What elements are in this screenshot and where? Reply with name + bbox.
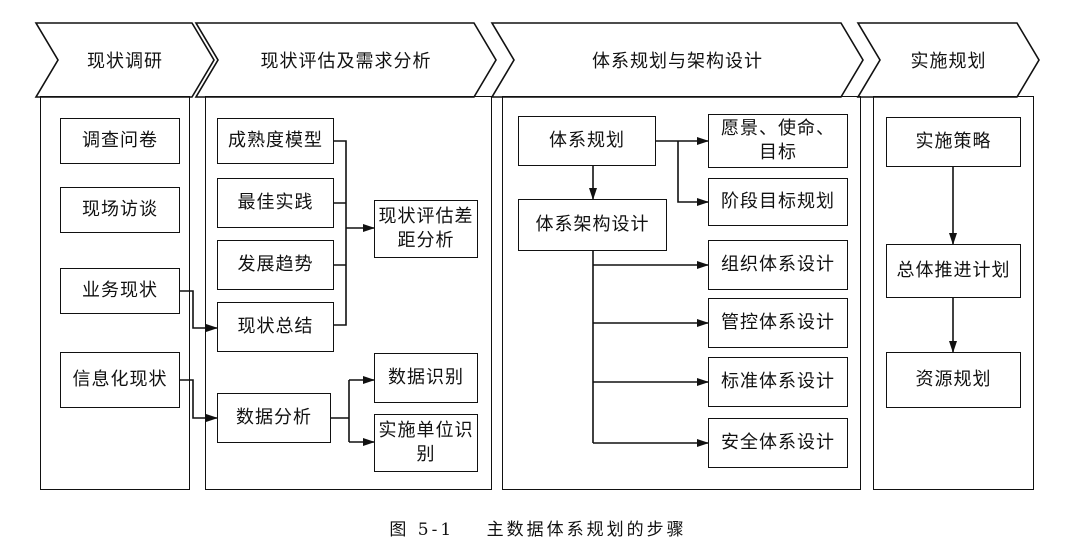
box-unit-identify: 实施单位识别: [374, 414, 478, 472]
stage-chevron-4: [856, 22, 1040, 98]
box-control-design: 管控体系设计: [708, 298, 848, 348]
stage-label-research: 现状调研: [87, 51, 163, 72]
panel-assessment: [205, 96, 492, 490]
box-site-interview: 现场访谈: [60, 187, 180, 233]
figure-caption: 图 5-1 主数据体系规划的步骤: [0, 515, 1076, 540]
box-it-status: 信息化现状: [60, 352, 180, 408]
box-org-design: 组织体系设计: [708, 240, 848, 290]
box-security-design: 安全体系设计: [708, 418, 848, 468]
box-resource-plan: 资源规划: [886, 352, 1021, 408]
box-data-identify: 数据识别: [374, 353, 478, 403]
panel-planning: [502, 96, 861, 490]
stage-chevron-2: [194, 22, 497, 98]
fork-data-analysis: [331, 380, 350, 442]
box-implementation-strategy: 实施策略: [886, 117, 1021, 167]
stage-label-implementation: 实施规划: [910, 51, 987, 72]
box-maturity-model: 成熟度模型: [217, 118, 334, 164]
stage-label-assessment: 现状评估及需求分析: [260, 51, 432, 72]
box-trends: 发展趋势: [217, 240, 334, 290]
arrow-to-stage-goals: [677, 141, 709, 206]
box-standard-design: 标准体系设计: [708, 357, 848, 407]
box-system-planning: 体系规划: [518, 116, 656, 166]
caption-text: 主数据体系规划的步骤: [486, 520, 687, 540]
panel-research: [40, 96, 190, 490]
stage-chevron-1: [34, 22, 215, 98]
panel-implementation: [873, 96, 1034, 490]
stage-chevron-3: [490, 22, 864, 98]
box-architecture-design: 体系架构设计: [518, 199, 667, 251]
box-vision: 愿景、使命、目标: [708, 114, 848, 168]
box-business-status: 业务现状: [60, 268, 180, 314]
box-status-summary: 现状总结: [217, 302, 334, 352]
box-gap-analysis: 现状评估差距分析: [374, 200, 478, 258]
caption-number: 图 5-1: [389, 520, 455, 540]
box-best-practice: 最佳实践: [217, 178, 334, 228]
box-data-analysis: 数据分析: [217, 393, 331, 443]
box-overall-plan: 总体推进计划: [886, 244, 1021, 298]
box-survey: 调查问卷: [60, 118, 180, 164]
stage-label-planning: 体系规划与架构设计: [592, 51, 763, 72]
box-stage-goals: 阶段目标规划: [708, 178, 848, 226]
bracket-to-gap: [334, 140, 347, 326]
